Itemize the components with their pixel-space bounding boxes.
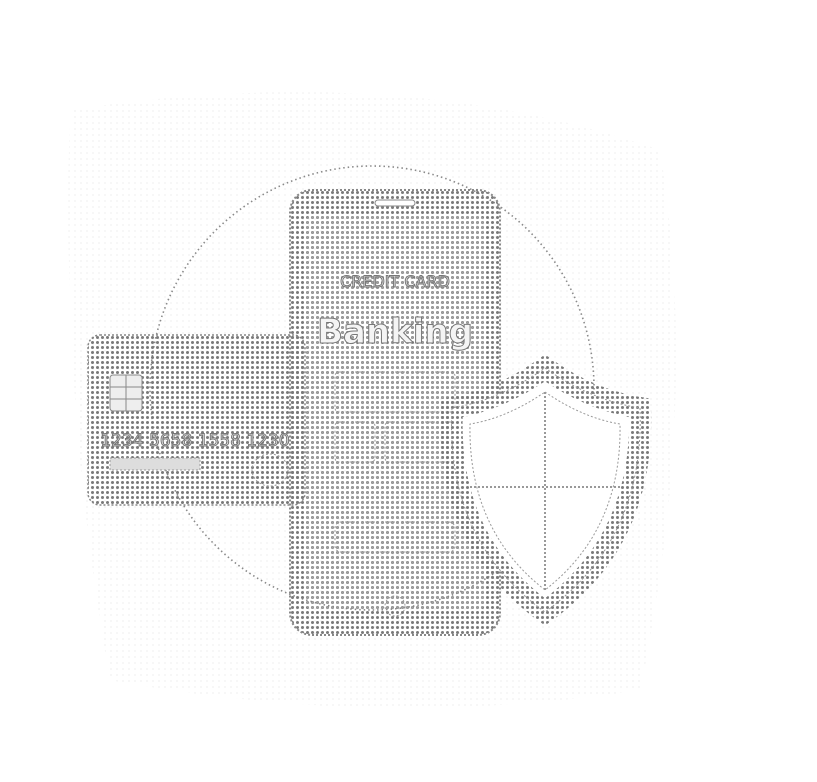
card-number: 1234 5658 1558 1230 (100, 431, 289, 451)
phone-title-text: Banking (317, 312, 473, 352)
shield-icon (440, 354, 652, 626)
phone-button (334, 521, 456, 553)
phone-header-text: CREDIT CARD (340, 272, 450, 291)
home-button-icon (384, 595, 406, 617)
credit-card: 1234 5658 1558 1230 (87, 334, 306, 506)
smartphone: CREDIT CARD Banking (289, 189, 501, 636)
phone-tile (334, 421, 376, 463)
card-logo-icon (251, 453, 289, 487)
card-holder-bar (109, 457, 201, 471)
phone-panel (334, 371, 456, 413)
